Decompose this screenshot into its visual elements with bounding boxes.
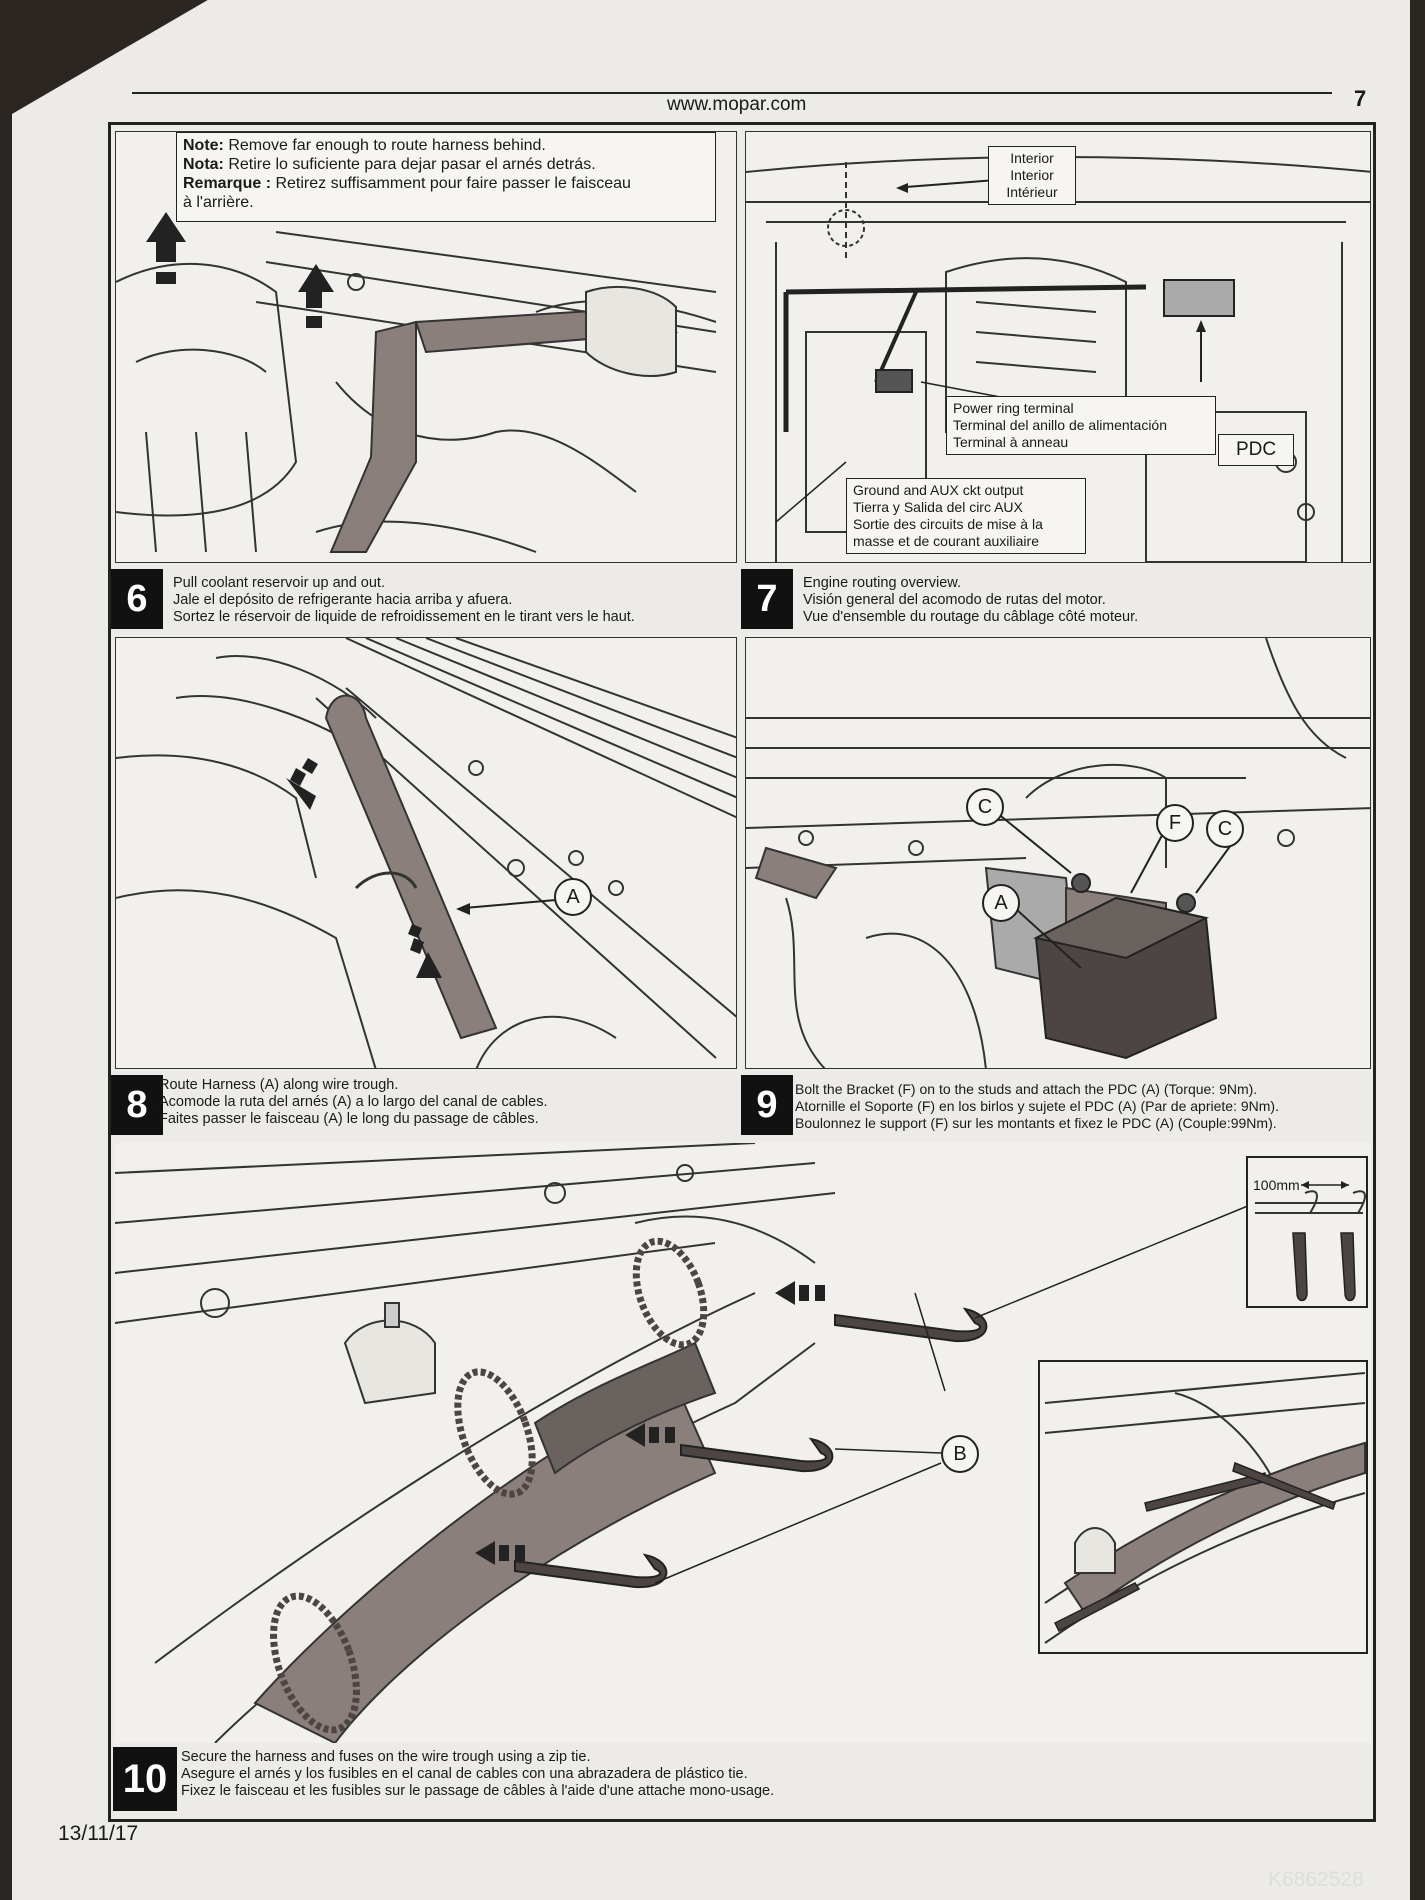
- step-8-illustration: A: [115, 637, 737, 1069]
- step-8-number: 8: [111, 1075, 163, 1135]
- header-rule: [132, 92, 1332, 94]
- step-7-number: 7: [741, 569, 793, 629]
- zip-tie-drawing: [115, 1143, 1368, 1743]
- stud-c-label-right: C: [1206, 810, 1244, 848]
- step-8-caption: Route Harness (A) along wire trough. Aco…: [159, 1077, 548, 1127]
- stud-c-label-left: C: [966, 788, 1004, 826]
- print-date: 13/11/17: [58, 1822, 139, 1845]
- step-10-illustration: B 100mm: [115, 1143, 1371, 1743]
- zip-tie-spacing-label: 100mm: [1253, 1177, 1300, 1193]
- pdc-a-label: A: [982, 884, 1020, 922]
- step-9-caption: Bolt the Bracket (F) on to the studs and…: [795, 1081, 1279, 1131]
- pdc-bracket-drawing: [746, 638, 1370, 1068]
- bracket-f-label: F: [1156, 804, 1194, 842]
- ground-aux-output-label: Ground and AUX ckt output Tierra y Salid…: [846, 478, 1086, 554]
- page-number: 7: [1354, 86, 1367, 111]
- power-ring-terminal-label: Power ring terminal Terminal del anillo …: [946, 396, 1216, 455]
- step-10-number: 10: [113, 1747, 177, 1811]
- part-number: K6862528: [1268, 1868, 1364, 1891]
- coolant-reservoir-drawing: [116, 212, 717, 553]
- step-7-illustration: Interior Interior Intérieur Power ring t…: [745, 131, 1371, 563]
- step-9-number: 9: [741, 1075, 793, 1135]
- website-url: www.mopar.com: [667, 94, 807, 115]
- step-7-caption: Engine routing overview. Visión general …: [803, 575, 1139, 625]
- zip-tie-b-label: B: [941, 1435, 979, 1473]
- harness-a-label: A: [554, 878, 592, 916]
- steps-frame: Note: Remove far enough to route harness…: [108, 122, 1376, 1822]
- step-6-note-box: Note: Remove far enough to route harness…: [176, 132, 716, 222]
- step-6-illustration: Note: Remove far enough to route harness…: [115, 131, 737, 563]
- step-9-illustration: C A F C: [745, 637, 1371, 1069]
- interior-label: Interior Interior Intérieur: [988, 146, 1076, 205]
- step-6-number: 6: [111, 569, 163, 629]
- instruction-sheet: www.mopar.com 7: [12, 0, 1410, 1900]
- wire-trough-drawing: [116, 638, 736, 1068]
- step-6-caption: Pull coolant reservoir up and out. Jale …: [173, 575, 635, 625]
- step-10-caption: Secure the harness and fuses on the wire…: [181, 1749, 775, 1799]
- pdc-label: PDC: [1218, 434, 1294, 466]
